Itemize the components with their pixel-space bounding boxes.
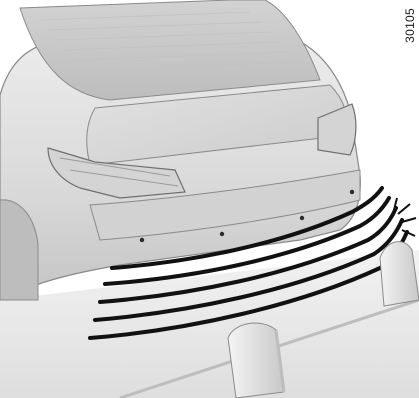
sensor-dot (300, 216, 304, 220)
sensor-dot (350, 190, 354, 194)
sensor-dot (140, 238, 144, 242)
sensor-dot (220, 232, 224, 236)
front-obstacle-post (228, 323, 284, 398)
reference-code: 30105 (403, 8, 417, 43)
